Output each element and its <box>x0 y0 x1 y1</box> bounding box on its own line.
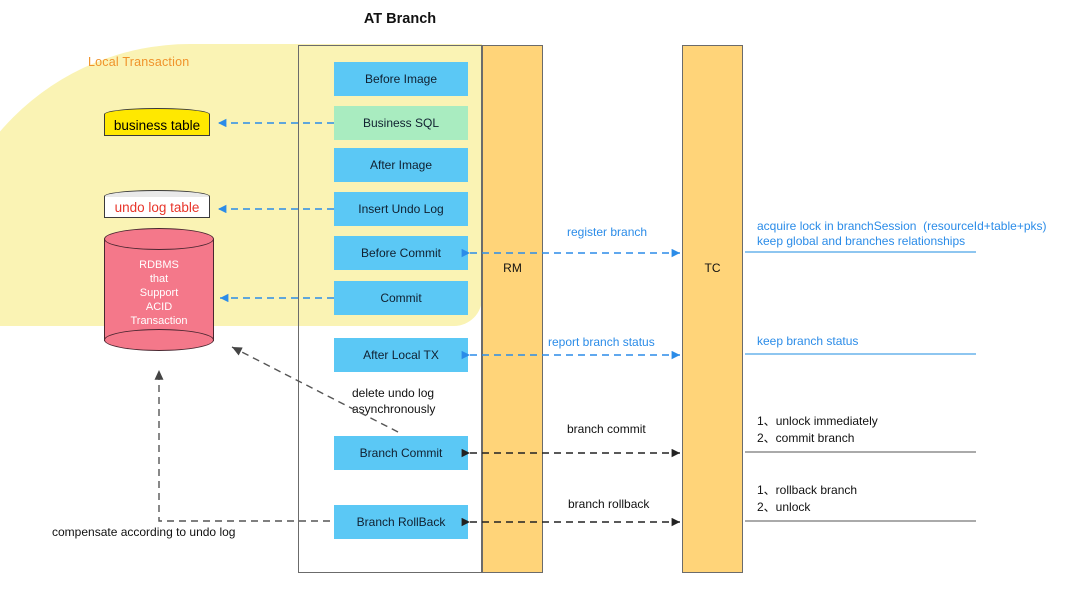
rdbms-line-1: RDBMS <box>139 259 179 271</box>
rm-column: RM <box>482 45 543 573</box>
annotation-delete-undo-log-line1: delete undo log <box>352 386 435 400</box>
annotation-delete-undo-log-line2: asynchronously <box>352 402 436 416</box>
tc-label: TC <box>704 261 721 275</box>
step-after-image[interactable]: After Image <box>334 148 468 182</box>
rdbms-line-3: Support <box>139 287 179 299</box>
tc-column: TC <box>682 45 743 573</box>
tc-note-rollback-2: 2、unlock <box>757 500 811 514</box>
tc-note-commit-1: 1、unlock immediately <box>757 414 878 429</box>
unlock-immediately-text: unlock immediately <box>775 414 878 428</box>
tc-note-commit-2: 2、commit branch <box>757 431 855 445</box>
step-before-commit[interactable]: Before Commit <box>334 236 468 270</box>
tc-note-acquire-lock: acquire lock in branchSession (resourceI… <box>757 219 1047 234</box>
step-insert-undo-log[interactable]: Insert Undo Log <box>334 192 468 226</box>
business-table-label: business table <box>104 115 210 136</box>
cylinder-bottom-icon <box>104 329 214 351</box>
message-register-branch: register branch <box>567 225 648 239</box>
acquire-lock-text: acquire lock in branchSession <box>757 219 917 233</box>
rdbms-database-node: RDBMS that Support ACID Transaction <box>104 228 214 352</box>
cylinder-top-icon <box>104 228 214 250</box>
message-branch-commit: branch commit <box>567 422 646 436</box>
cylinder-cap-icon <box>104 108 210 115</box>
acquire-lock-key: resourceId+table+pks <box>927 219 1043 233</box>
undo-log-table-node: undo log table <box>104 190 210 218</box>
at-branch-column <box>298 45 482 573</box>
annotation-compensate: compensate according to undo log <box>52 525 236 539</box>
tc-note-keep-branch-status: keep branch status <box>757 334 859 348</box>
local-transaction-label: Local Transaction <box>88 55 190 69</box>
rm-label: RM <box>503 261 522 275</box>
rdbms-line-4: ACID <box>145 301 173 313</box>
message-branch-rollback: branch rollback <box>568 497 650 511</box>
rdbms-label: RDBMS that Support ACID Transaction <box>104 258 214 328</box>
undo-log-table-label: undo log table <box>104 197 210 218</box>
cylinder-body-icon <box>104 239 214 341</box>
message-report-branch-status: report branch status <box>548 335 655 349</box>
tc-note-rollback-1: 1、rollback branch <box>757 483 858 497</box>
step-business-sql[interactable]: Business SQL <box>334 106 468 140</box>
tc-note-keep-relationships: keep global and branches relationships <box>757 234 966 248</box>
business-table-node: business table <box>104 108 210 136</box>
step-before-image[interactable]: Before Image <box>334 62 468 96</box>
step-commit[interactable]: Commit <box>334 281 468 315</box>
cylinder-cap-icon <box>104 190 210 197</box>
step-branch-commit[interactable]: Branch Commit <box>334 436 468 470</box>
rdbms-line-2: that <box>149 273 169 285</box>
step-branch-rollback[interactable]: Branch RollBack <box>334 505 468 539</box>
list-index-1: 1、 <box>757 414 776 428</box>
page-title: AT Branch <box>363 11 437 27</box>
paren-close: ) <box>1042 219 1047 233</box>
step-after-local-tx[interactable]: After Local TX <box>334 338 468 372</box>
paren-open: ( <box>923 219 928 233</box>
rdbms-line-5: Transaction <box>130 315 188 327</box>
